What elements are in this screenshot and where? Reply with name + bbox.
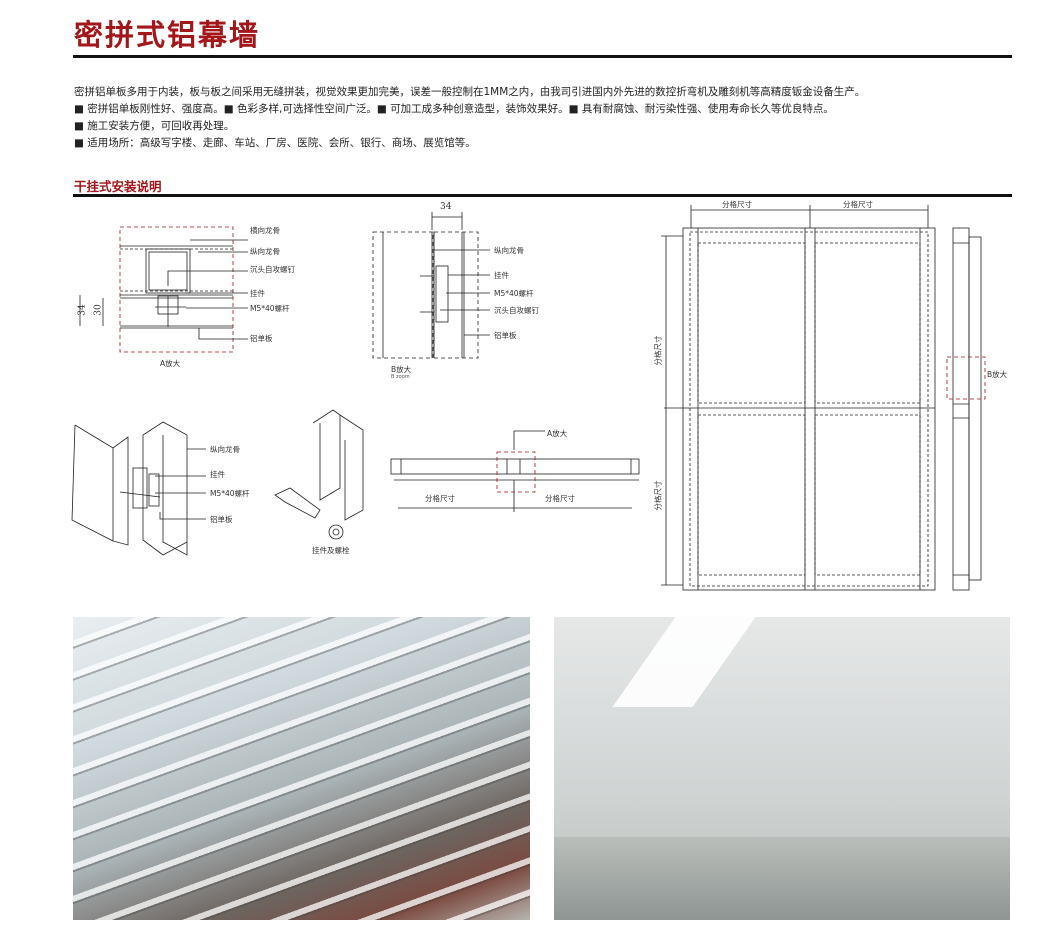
section-drawing xyxy=(390,430,640,512)
label-aluminum-panel: 铝单板 xyxy=(250,334,273,343)
section-title: 干挂式安装说明 xyxy=(74,179,162,194)
dimension-30: 30 xyxy=(93,304,104,316)
label-bolt: M5*40螺杆 xyxy=(210,489,250,498)
detail-a-caption: A放大 xyxy=(160,359,181,368)
corridor-ceiling-photo xyxy=(554,617,1010,920)
grid-dimension-top: 分格尺寸 xyxy=(843,200,873,209)
intro-text: 密拼铝单板多用于内装，板与板之间采用无缝拼装，视觉效果更加完美，误差一般控制在1… xyxy=(74,86,866,98)
section-dimension: 分格尺寸 xyxy=(545,494,575,503)
parts-caption: 挂件及螺栓 xyxy=(312,546,350,555)
label-countersunk-screw: 沉头自攻螺钉 xyxy=(494,306,539,315)
bracket-and-bolt-drawing xyxy=(274,409,364,540)
label-bolt: M5*40螺杆 xyxy=(494,289,534,298)
feature-line: ■ 密拼铝单板刚性好、强度高。■ 色彩多样,可选择性空间广泛。■ 可加工成多种创… xyxy=(74,103,834,115)
elevation-grid-drawing xyxy=(661,205,986,591)
label-vertical-keel: 纵向龙骨 xyxy=(210,445,240,454)
detail-b-drawing xyxy=(372,212,490,359)
label-aluminum-panel: 铝单板 xyxy=(210,515,233,524)
label-vertical-keel: 纵向龙骨 xyxy=(250,247,280,256)
title-divider xyxy=(73,55,1012,58)
label-hanger: 挂件 xyxy=(494,271,509,280)
dimension-34: 34 xyxy=(77,304,88,316)
elevation-callout: B放大 xyxy=(987,370,1008,379)
section-callout: A放大 xyxy=(547,429,568,438)
label-vertical-keel: 纵向龙骨 xyxy=(494,246,524,255)
detail-a-drawing xyxy=(79,226,248,353)
isometric-drawing xyxy=(71,421,206,556)
label-hanger: 挂件 xyxy=(210,470,225,479)
label-bolt: M5*40螺杆 xyxy=(250,304,290,313)
label-horizontal-keel: 横向龙骨 xyxy=(250,226,280,235)
feature-line: ■ 施工安装方便，可回收再处理。 xyxy=(74,120,235,132)
section-dimension: 分格尺寸 xyxy=(425,494,455,503)
detail-b-caption-en: B zoom xyxy=(391,374,410,380)
feature-line: ■ 适用场所：高级写字楼、走廊、车站、厂房、医院、会所、银行、商场、展览馆等。 xyxy=(74,137,476,149)
dimension-34: 34 xyxy=(440,202,452,212)
grid-dimension-top: 分格尺寸 xyxy=(722,200,752,209)
detail-b-caption: B放大 xyxy=(391,365,412,374)
grid-dimension-side: 分格尺寸 xyxy=(653,480,663,511)
label-countersunk-screw: 沉头自攻螺钉 xyxy=(250,265,295,274)
page-title: 密拼式铝幕墙 xyxy=(74,18,261,52)
label-hanger: 挂件 xyxy=(250,289,265,298)
section-divider xyxy=(73,194,1012,197)
label-aluminum-panel: 铝单板 xyxy=(494,331,517,340)
grid-dimension-side: 分格尺寸 xyxy=(653,335,663,366)
mall-atrium-photo xyxy=(73,617,530,920)
